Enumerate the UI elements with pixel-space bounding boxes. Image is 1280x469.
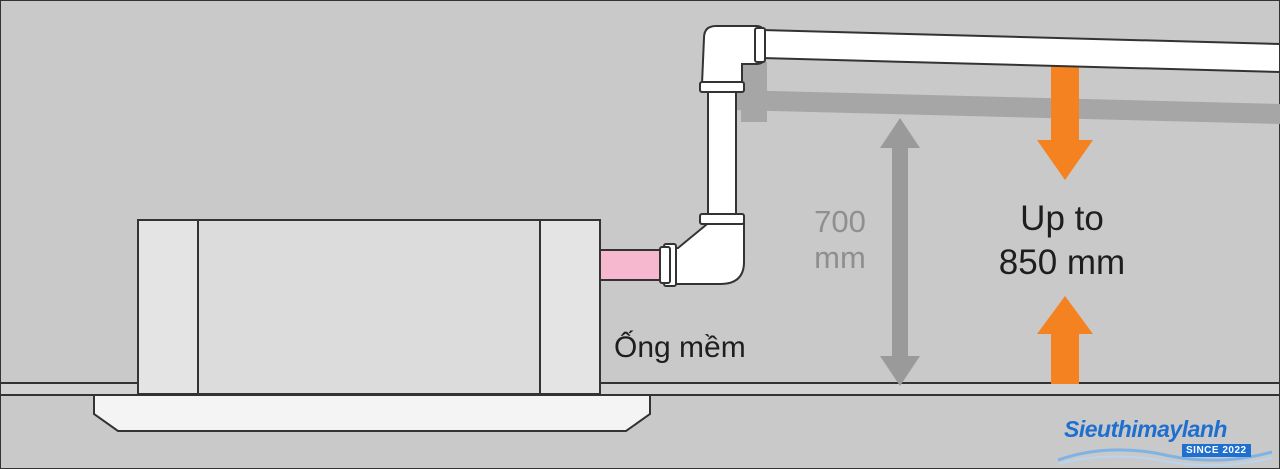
ceiling-drop-text: 700 mm: [814, 204, 866, 275]
unit-panel: [93, 394, 651, 432]
indoor-unit: [137, 219, 601, 395]
brand-logo: Sieuthimaylanh SINCE 2022: [1050, 412, 1280, 469]
ceiling-drop-label: 700 mm: [782, 204, 898, 276]
drain-pipe: [659, 25, 1280, 287]
dimension-arrow: [880, 118, 920, 386]
brand-wave: [1057, 448, 1273, 467]
ghost-pipe: [732, 62, 1280, 124]
brand-name: Sieuthimaylanh: [1064, 416, 1227, 442]
flexible-hose-label: Ống mềm: [614, 331, 746, 364]
max-lift-text: Up to 850 mm: [998, 199, 1126, 282]
brand-since: SINCE 2022: [1182, 444, 1251, 457]
lift-arrow-down: [1037, 66, 1093, 180]
flexible-hose: [599, 249, 665, 281]
lift-arrow-up: [1037, 296, 1093, 384]
max-lift-label: Up to 850 mm: [958, 197, 1166, 285]
